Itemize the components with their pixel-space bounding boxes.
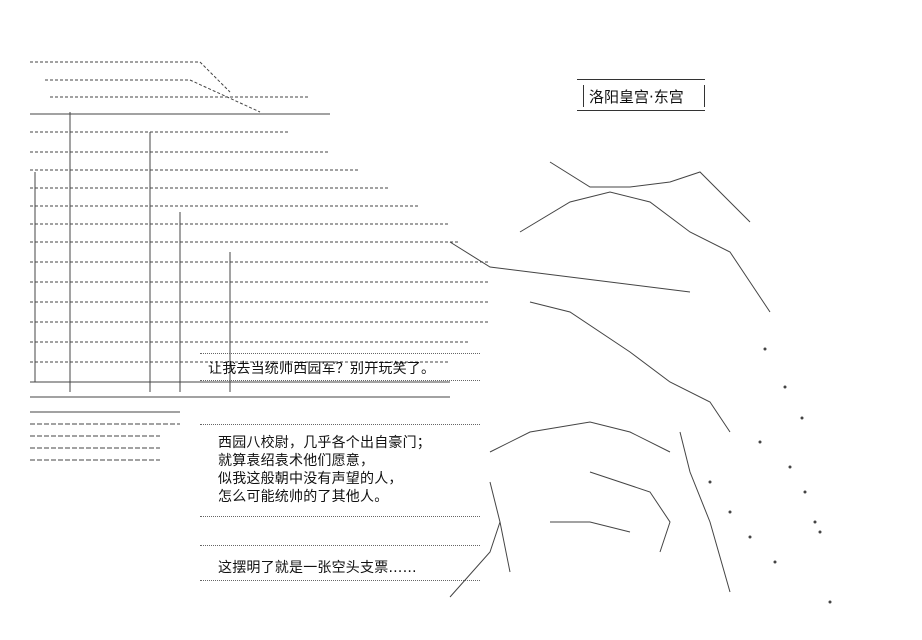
- location-label-box: 洛阳皇宫·东宫: [577, 79, 705, 111]
- bubble1-line-1: 让我去当统帅西园军？别开玩笑了。: [208, 361, 436, 377]
- bubble3-top-border: [200, 545, 480, 546]
- label-box-left-border: [583, 85, 584, 107]
- sparkle-stars: [708, 347, 832, 604]
- bubble2-line-1: 西园八校尉，几乎各个出自豪门；: [218, 435, 431, 451]
- ascii-art-illustration: [30, 61, 832, 604]
- location-label: 洛阳皇宫·东宫: [589, 88, 684, 106]
- bubble2-top-border: [200, 424, 480, 425]
- character-figure: [449, 161, 771, 598]
- label-box-right-border: [704, 85, 705, 107]
- bubble1-top-border: [200, 353, 480, 354]
- bubble3-line-1: 这摆明了就是一张空头支票……: [218, 560, 417, 576]
- palace-building: [30, 61, 490, 461]
- bubble3-bottom-border: [200, 580, 480, 581]
- bubble2-line-4: 怎么可能统帅的了其他人。: [218, 489, 389, 505]
- bubble2-bottom-border: [200, 516, 480, 517]
- bubble2-line-2: 就算袁绍袁术他们愿意，: [218, 453, 375, 469]
- bubble1-bottom-border: [200, 380, 480, 381]
- bubble2-line-3: 似我这般朝中没有声望的人，: [218, 471, 403, 487]
